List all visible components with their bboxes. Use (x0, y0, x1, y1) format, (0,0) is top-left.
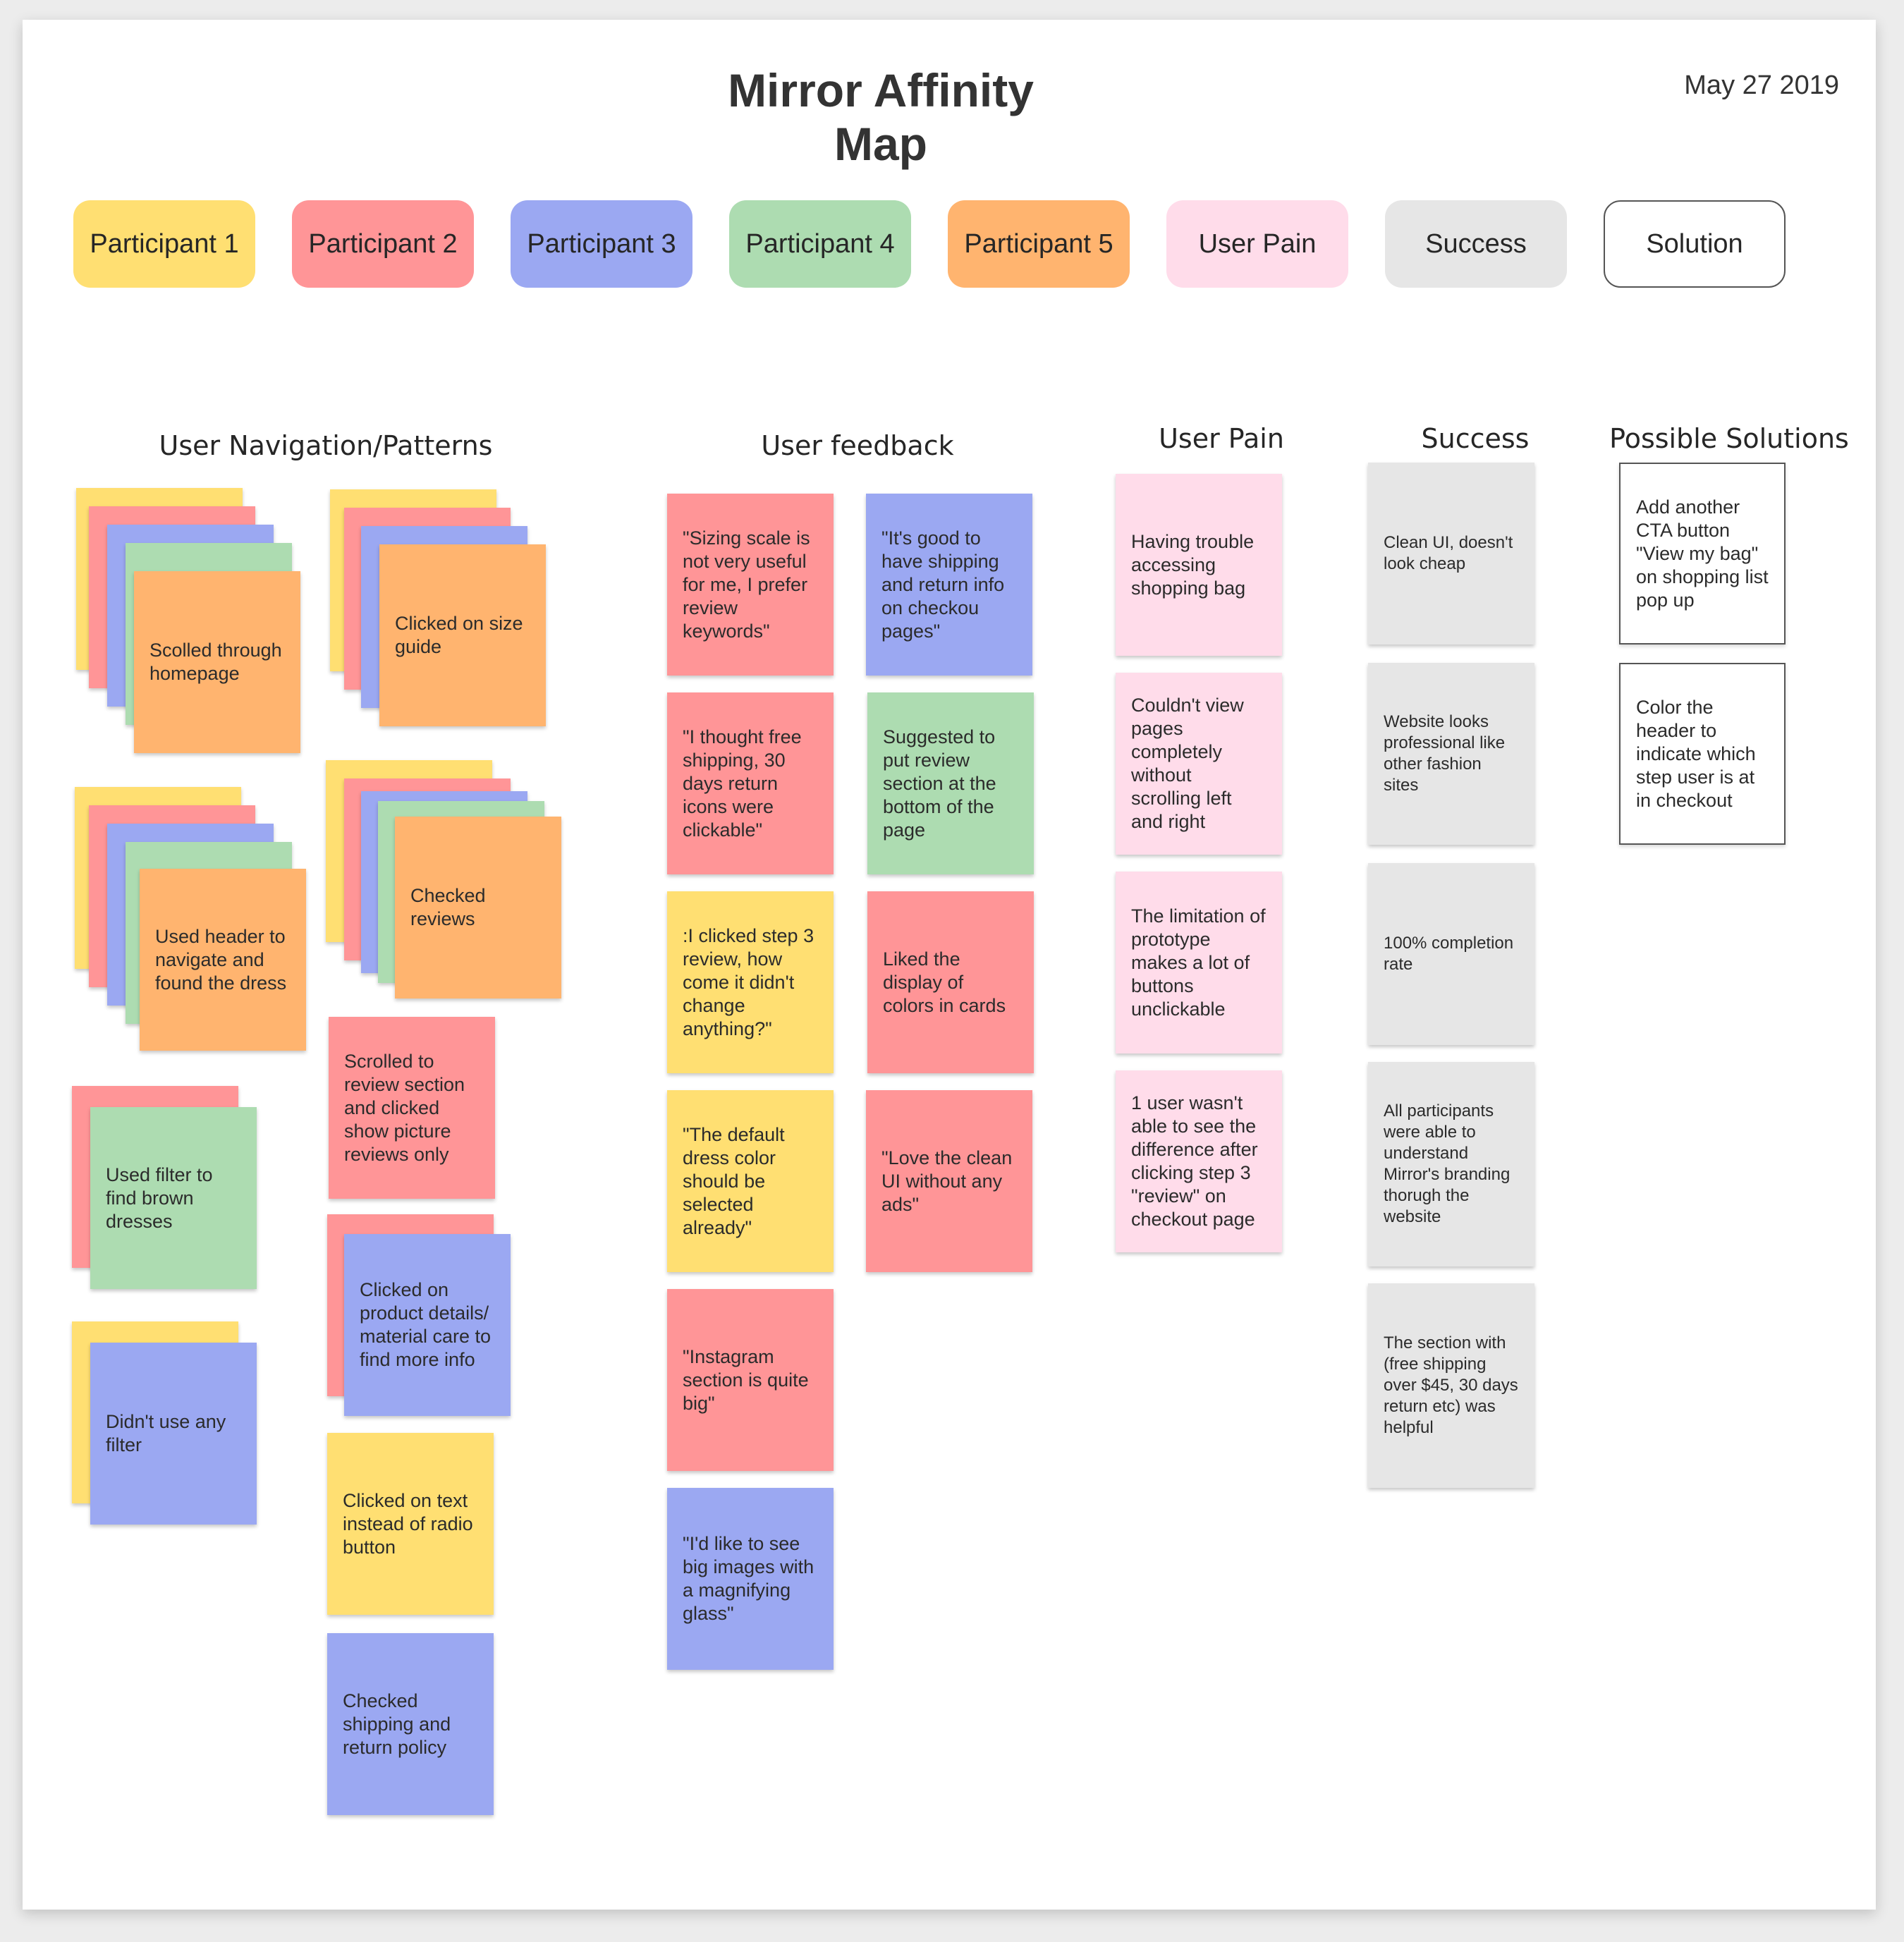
sticky-note-text: The limitation of prototype makes a lot … (1131, 905, 1266, 1020)
sticky-note: "Love the clean UI without any ads" (866, 1090, 1032, 1272)
sticky-note: Scolled through homepage (134, 571, 300, 753)
legend-user-pain: User Pain (1166, 200, 1348, 288)
sticky-note-text: Clicked on product details/ material car… (360, 1279, 492, 1370)
sticky-note: "Sizing scale is not very useful for me,… (667, 494, 834, 676)
solution-card: Color the header to indicate which step … (1619, 663, 1786, 845)
column-title-solutions: Possible Solutions (1609, 423, 1849, 454)
sticky-note-text: The section with (free shipping over $45… (1384, 1333, 1518, 1437)
sticky-note-text: "I'd like to see big images with a magni… (683, 1533, 814, 1624)
sticky-note-text: Used header to navigate and found the dr… (155, 925, 287, 994)
sticky-note: "I thought free shipping, 30 days return… (667, 692, 834, 874)
sticky-note: 1 user wasn't able to see the difference… (1116, 1070, 1282, 1252)
sticky-note-text: "Sizing scale is not very useful for me,… (683, 527, 810, 642)
sticky-note: "It's good to have shipping and return i… (866, 494, 1032, 676)
sticky-note: Couldn't view pages completely without s… (1116, 673, 1282, 855)
sticky-note-text: All participants were able to understand… (1384, 1101, 1511, 1226)
sticky-note: All participants were able to understand… (1368, 1062, 1534, 1266)
sticky-note-text: 1 user wasn't able to see the difference… (1131, 1092, 1258, 1230)
sticky-note-text: :I clicked step 3 review, how come it di… (683, 924, 814, 1039)
sticky-note-text: Didn't use any filter (106, 1411, 226, 1455)
sticky-note: Used header to navigate and found the dr… (140, 869, 306, 1051)
sticky-note: Didn't use any filter (90, 1343, 257, 1525)
sticky-note: 100% completion rate (1368, 863, 1534, 1045)
legend-solution: Solution (1604, 200, 1786, 288)
sticky-note: Suggested to put review section at the b… (867, 692, 1034, 874)
solution-card-text: Add another CTA button "View my bag" on … (1636, 496, 1769, 611)
page-title: Mirror Affinity Map (728, 64, 1034, 170)
column-title-success: Success (1421, 423, 1530, 454)
sticky-note: Used filter to find brown dresses (90, 1107, 257, 1289)
solution-card: Add another CTA button "View my bag" on … (1619, 463, 1786, 645)
sticky-note: "I'd like to see big images with a magni… (667, 1488, 834, 1670)
sticky-note: Clean UI, doesn't look cheap (1368, 463, 1534, 645)
sticky-note: Scrolled to review section and clicked s… (329, 1017, 495, 1199)
sticky-note-text: Suggested to put review section at the b… (883, 726, 996, 841)
sticky-note: Clicked on text instead of radio button (327, 1433, 494, 1615)
sticky-note: Liked the display of colors in cards (867, 891, 1034, 1073)
sticky-note-text: 100% completion rate (1384, 934, 1514, 974)
sticky-note: Checked shipping and return policy (327, 1633, 494, 1815)
column-title-feedback: User feedback (761, 430, 954, 461)
date-label: May 27 2019 (1684, 71, 1839, 100)
sticky-note: Checked reviews (395, 817, 561, 999)
column-title-pain: User Pain (1159, 423, 1284, 454)
solution-card-text: Color the header to indicate which step … (1636, 696, 1756, 811)
sticky-note-text: Clicked on size guide (395, 613, 523, 657)
legend-participant-4: Participant 4 (729, 200, 911, 288)
sticky-note: "The default dress color should be selec… (667, 1090, 834, 1272)
sticky-note-text: Liked the display of colors in cards (883, 948, 1006, 1016)
sticky-note-text: Scolled through homepage (149, 640, 282, 684)
sticky-note: The section with (free shipping over $45… (1368, 1283, 1534, 1488)
sticky-note-text: Checked shipping and return policy (343, 1690, 451, 1758)
sticky-note-text: "Instagram section is quite big" (683, 1345, 809, 1414)
sticky-note-text: Checked reviews (410, 885, 486, 929)
affinity-board: Mirror Affinity Map May 27 2019 Particip… (23, 20, 1876, 1910)
legend-participant-1: Participant 1 (73, 200, 255, 288)
sticky-note-text: Clean UI, doesn't look cheap (1384, 533, 1513, 573)
sticky-note-text: "I thought free shipping, 30 days return… (683, 726, 802, 841)
column-title-navigation: User Navigation/Patterns (159, 430, 493, 461)
legend-participant-5: Participant 5 (948, 200, 1130, 288)
sticky-note: Clicked on product details/ material car… (344, 1234, 511, 1416)
legend-participant-3: Participant 3 (511, 200, 692, 288)
sticky-note: Having trouble accessing shopping bag (1116, 474, 1282, 656)
sticky-note: "Instagram section is quite big" (667, 1289, 834, 1471)
sticky-note-text: Having trouble accessing shopping bag (1131, 530, 1255, 599)
sticky-note-text: Website looks professional like other fa… (1384, 712, 1506, 795)
sticky-note-text: "The default dress color should be selec… (683, 1123, 785, 1238)
legend-success: Success (1385, 200, 1567, 288)
sticky-note-text: Scrolled to review section and clicked s… (344, 1050, 465, 1165)
sticky-note: The limitation of prototype makes a lot … (1116, 872, 1282, 1054)
sticky-note-text: "It's good to have shipping and return i… (881, 527, 1005, 642)
sticky-note: :I clicked step 3 review, how come it di… (667, 891, 834, 1073)
sticky-note-text: Clicked on text instead of radio button (343, 1489, 473, 1558)
sticky-note-text: Couldn't view pages completely without s… (1131, 695, 1244, 832)
sticky-note: Website looks professional like other fa… (1368, 663, 1534, 845)
legend-participant-2: Participant 2 (292, 200, 474, 288)
sticky-note: Clicked on size guide (379, 544, 546, 726)
sticky-note-text: Used filter to find brown dresses (106, 1164, 213, 1232)
sticky-note-text: "Love the clean UI without any ads" (881, 1147, 1013, 1215)
